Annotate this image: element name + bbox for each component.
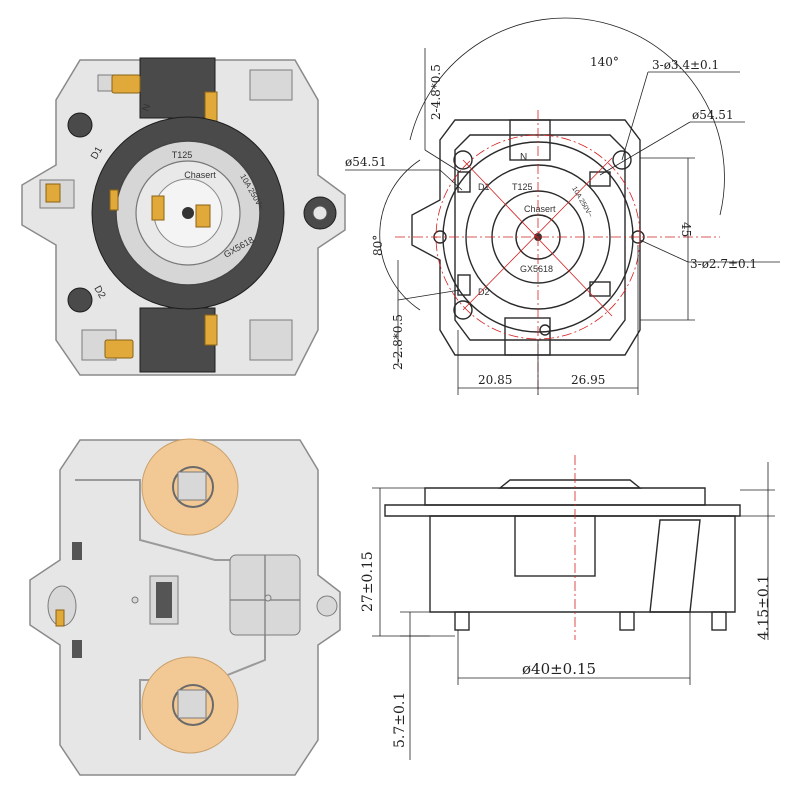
top-render-terminal-tab xyxy=(111,74,141,94)
top-render-temp-text: T125 xyxy=(172,150,193,160)
side-top-flange xyxy=(384,504,741,517)
bottom-render-rivet xyxy=(264,594,272,602)
top-render-view: T125 Chasert 10A 250V~ GX5618 D1 D2 N xyxy=(21,57,346,376)
top-render-pin-label-n: N xyxy=(140,102,153,113)
bottom-render-slot xyxy=(72,640,82,658)
top-dim-angle-arc-140 xyxy=(409,17,725,216)
top-dim-angle-top: 140° xyxy=(590,55,619,69)
top-dim-pin-label-d2: D2 xyxy=(478,287,490,297)
side-dimension-view: 27±0.15 4.15±0.1 ø40±0.15 5.7±0.1 xyxy=(360,455,775,760)
bottom-render-rivet xyxy=(131,596,139,604)
top-dim-pin-label-d1: D1 xyxy=(478,182,490,192)
side-pin xyxy=(619,611,635,631)
top-dim-diagonal xyxy=(462,159,613,317)
top-render-corner-mount xyxy=(249,69,293,101)
side-height-bottom: 5.7±0.1 xyxy=(392,692,408,748)
side-top-cap xyxy=(424,487,706,506)
side-pin xyxy=(711,611,727,631)
bottom-render-view xyxy=(29,438,341,776)
top-dim-terminal-block xyxy=(504,317,551,356)
top-dim-diameter-right: ø54.51 xyxy=(692,108,734,122)
top-dim-outline xyxy=(411,119,641,356)
top-dim-holes-large: 3-ø3.4±0.1 xyxy=(652,58,719,72)
top-dim-brand-text: Chasert xyxy=(524,204,556,214)
top-dim-leader xyxy=(439,169,463,191)
top-dim-leader xyxy=(621,71,649,161)
top-dim-inner-outline xyxy=(454,134,626,341)
bottom-render-terminal-ring xyxy=(172,684,214,726)
top-dim-slot-bottom: 2-2.8*0.5 xyxy=(391,314,405,370)
top-dim-leader xyxy=(424,149,461,173)
top-dim-width-left: 20.85 xyxy=(478,373,512,387)
top-render-brass-clip xyxy=(109,189,119,211)
top-dim-pin-label-n: N xyxy=(520,152,527,163)
top-render-center-pin xyxy=(182,207,194,219)
bottom-render-base-plate xyxy=(29,439,341,776)
side-main-body xyxy=(429,515,736,613)
top-render-lug-hole xyxy=(312,205,328,221)
top-render-brand-text: Chasert xyxy=(184,170,216,180)
top-dim-temp-text: T125 xyxy=(512,182,533,192)
side-tab xyxy=(649,519,701,613)
bottom-render-cover-seam xyxy=(230,555,300,635)
top-dim-model-text: GX5618 xyxy=(520,264,553,274)
top-dim-bolt-circle xyxy=(435,134,641,340)
top-render-corner-mount xyxy=(249,319,293,361)
top-render-mounting-lug xyxy=(67,112,93,138)
side-pin xyxy=(454,611,470,631)
top-render-mounting-lug xyxy=(67,287,93,313)
top-render-terminal-tab xyxy=(104,339,134,359)
side-inner-block xyxy=(514,515,596,577)
side-cap-dome xyxy=(498,479,642,489)
bottom-render-slot xyxy=(72,542,82,560)
top-dim-diagonal xyxy=(462,157,613,311)
top-render-terminal-block-bottom xyxy=(139,307,216,373)
top-dim-hole-large xyxy=(453,300,473,320)
bottom-render-terminal xyxy=(177,689,207,719)
top-dim-width-right: 26.95 xyxy=(571,373,605,387)
top-dim-slot xyxy=(457,274,471,296)
bottom-render-terminal-ring xyxy=(172,466,214,508)
top-render-brass-clip xyxy=(195,204,211,228)
top-dim-holes-small: 3-ø2.7±0.1 xyxy=(690,257,757,271)
top-render-side-contact-pin xyxy=(45,183,61,203)
top-dim-hole-large xyxy=(453,150,473,170)
top-dim-angle-left: 80° xyxy=(371,235,385,256)
top-dim-leader xyxy=(397,289,461,301)
bottom-render-center-socket-cavity xyxy=(156,582,172,618)
top-dim-slot xyxy=(589,171,611,187)
top-render-terminal-strip xyxy=(204,314,218,346)
top-dim-rating-text: 10A 250V~ xyxy=(570,186,593,219)
top-dimension-view: T125 Chasert GX5618 10A 250V~ D1 D2 N 14… xyxy=(345,17,780,395)
top-dim-hole-large xyxy=(612,150,632,170)
bottom-render-mount-lug xyxy=(316,595,338,617)
top-dim-hole-small xyxy=(539,324,551,336)
bottom-render-side-pin xyxy=(55,609,65,627)
side-diameter-base: ø40±0.15 xyxy=(522,660,596,678)
top-dim-slot xyxy=(457,171,471,193)
side-height-pin: 4.15±0.1 xyxy=(756,575,772,640)
top-dim-height-right: 45 xyxy=(679,222,693,237)
top-dim-leader xyxy=(599,121,691,176)
bottom-render-terminal xyxy=(177,471,207,501)
top-dim-diameter-left: ø54.51 xyxy=(345,155,387,169)
top-dim-terminal-block xyxy=(509,119,551,161)
top-dim-leader xyxy=(639,239,689,263)
top-render-brass-clip xyxy=(151,195,165,221)
top-dim-slot xyxy=(589,281,611,297)
side-height-total: 27±0.15 xyxy=(360,551,376,612)
top-dim-slot-top: 2-4.8*0.5 xyxy=(429,64,443,120)
top-dim-angle-arc-80 xyxy=(379,159,421,311)
